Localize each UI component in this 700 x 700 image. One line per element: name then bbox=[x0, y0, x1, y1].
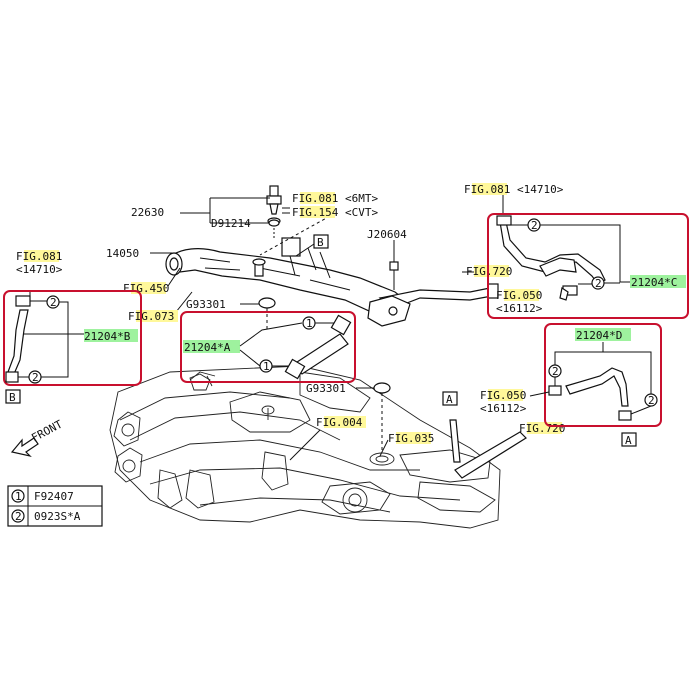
ref-box-a-top: A bbox=[442, 391, 458, 406]
label-fig050-c: FIG.050 bbox=[496, 289, 542, 302]
ref-box-b-top: B bbox=[295, 234, 329, 257]
highlight-frame-21204d[interactable]: 21204*D 2 2 bbox=[544, 323, 662, 427]
svg-text:A: A bbox=[625, 434, 632, 447]
svg-text:1: 1 bbox=[263, 360, 270, 373]
label-fig154-cvt[interactable]: FIG.154 <CVT> bbox=[292, 206, 378, 219]
legend-part-1: F92407 bbox=[34, 490, 74, 503]
svg-text:2: 2 bbox=[552, 365, 559, 378]
gasket-g93301-upper bbox=[258, 297, 276, 309]
svg-text:2: 2 bbox=[648, 394, 655, 407]
gasket-g93301-lower bbox=[373, 382, 391, 394]
svg-text:FRONT: FRONT bbox=[29, 417, 65, 444]
label-g93301-lower: G93301 bbox=[306, 382, 346, 395]
legend-num-2: 2 bbox=[15, 510, 22, 523]
svg-text:2: 2 bbox=[32, 371, 39, 384]
label-fig720-bottom[interactable]: FIG.720 bbox=[519, 422, 565, 435]
leader-lines bbox=[23, 193, 506, 461]
svg-text:2: 2 bbox=[595, 277, 602, 290]
label-d91214: D91214 bbox=[211, 217, 251, 230]
label-21204a: 21204*A bbox=[184, 341, 231, 354]
svg-text:2: 2 bbox=[531, 219, 538, 232]
label-21204b: 21204*B bbox=[84, 330, 131, 343]
label-14710-left: <14710> bbox=[16, 263, 63, 276]
legend: 1 F92407 2 0923S*A bbox=[7, 485, 103, 527]
engine-block-illustration bbox=[109, 365, 527, 529]
highlight-frame-21204b[interactable]: 21204*B 2 2 bbox=[3, 290, 142, 386]
svg-text:2: 2 bbox=[50, 296, 57, 309]
temperature-sensor bbox=[266, 185, 282, 238]
label-22630: 22630 bbox=[131, 206, 164, 219]
label-fig081-left[interactable]: FIG.081 bbox=[16, 250, 62, 263]
label-fig050-d[interactable]: FIG.050 bbox=[480, 389, 526, 402]
svg-text:A: A bbox=[446, 393, 453, 406]
svg-text:B: B bbox=[9, 391, 16, 404]
label-fig450[interactable]: FIG.450 bbox=[123, 282, 169, 295]
legend-num-1: 1 bbox=[15, 490, 22, 503]
highlight-frame-21204c[interactable]: 21204*C 2 2 FIG.050 <16112> bbox=[487, 213, 689, 319]
highlight-frame-21204a[interactable]: 21204*A 1 1 bbox=[180, 311, 356, 383]
water-pipe-assembly bbox=[165, 237, 499, 327]
label-fig035[interactable]: FIG.035 bbox=[388, 432, 434, 445]
front-arrow: FRONT bbox=[10, 417, 65, 458]
label-fig081-right[interactable]: FIG.081 <14710> bbox=[464, 183, 564, 196]
label-g93301-upper: G93301 bbox=[186, 298, 226, 311]
label-16112-c: <16112> bbox=[496, 302, 543, 315]
label-21204d: 21204*D bbox=[576, 329, 622, 342]
svg-text:B: B bbox=[317, 236, 324, 249]
label-16112-d: <16112> bbox=[480, 402, 527, 415]
label-fig073[interactable]: FIG.073 bbox=[128, 310, 174, 323]
label-fig720-top[interactable]: FIG.720 bbox=[466, 265, 512, 278]
label-j20604: J20604 bbox=[367, 228, 407, 241]
label-14050: 14050 bbox=[106, 247, 139, 260]
label-fig004[interactable]: FIG.004 bbox=[316, 416, 363, 429]
svg-text:1: 1 bbox=[306, 317, 313, 330]
legend-part-2: 0923S*A bbox=[34, 510, 81, 523]
label-21204c: 21204*C bbox=[631, 276, 677, 289]
label-fig081-6mt[interactable]: FIG.081 <6MT> bbox=[292, 192, 378, 205]
ref-box-b-left: B bbox=[5, 389, 21, 404]
ref-box-a-right: A bbox=[621, 432, 637, 447]
bolt-j20604 bbox=[389, 245, 399, 290]
